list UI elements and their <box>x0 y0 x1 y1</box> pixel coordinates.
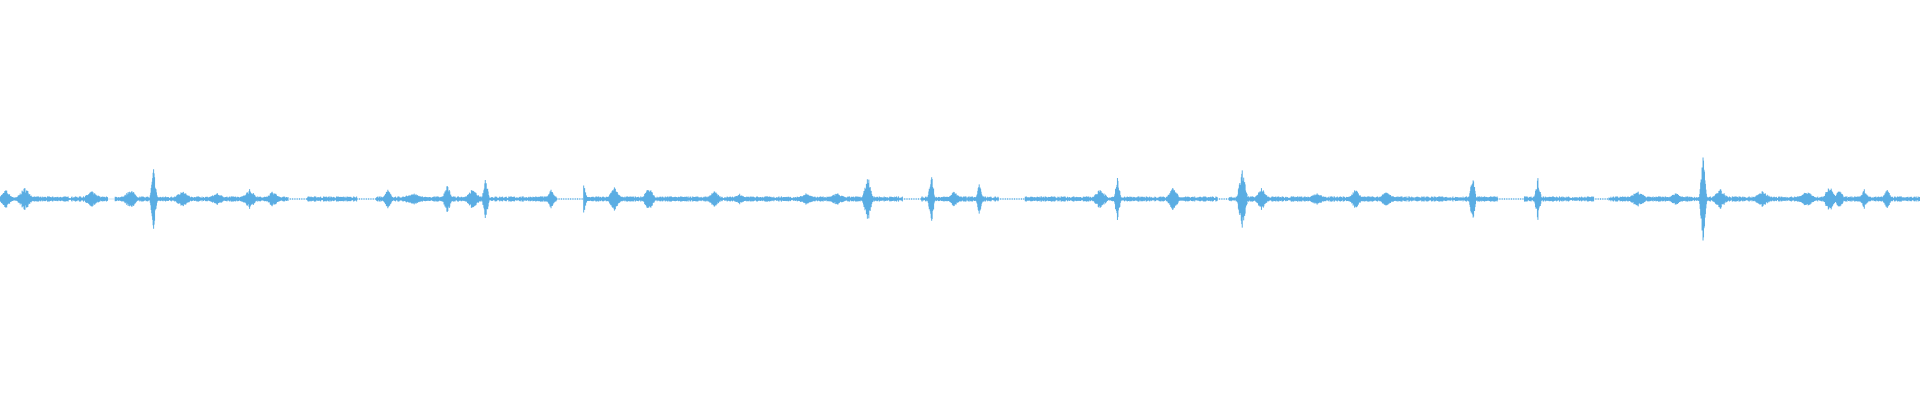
waveform-bars <box>0 157 1920 241</box>
